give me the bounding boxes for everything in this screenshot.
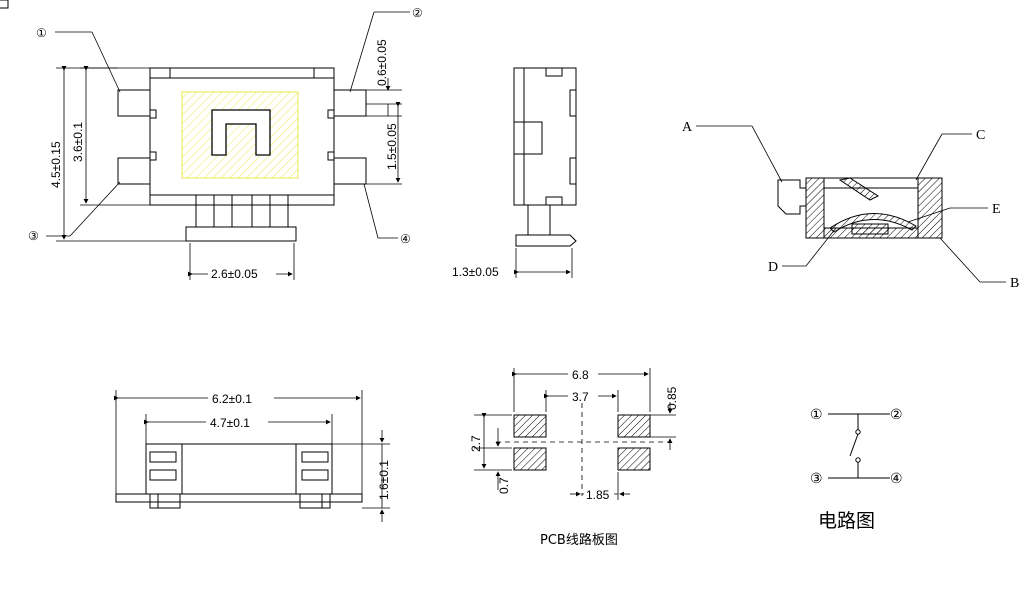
- pcb-caption: PCB线路板图: [540, 532, 618, 548]
- circuit-pin-3: ③: [810, 470, 823, 486]
- circuit-diagram: [828, 413, 890, 479]
- section-actuator: [777, 179, 807, 215]
- dim-overall-width: 6.2±0.1: [212, 392, 252, 406]
- pcb-dim-pad-pitch: 2.7: [469, 435, 483, 452]
- circuit-pin-1: ①: [810, 406, 823, 422]
- pcb-pad-bottom-right: [617, 447, 651, 471]
- pcb-dim-inner-width: 3.7: [572, 390, 589, 404]
- pin-4-label: ④: [400, 232, 411, 246]
- section-label-d: D: [768, 260, 778, 275]
- pcb-pad-top-left: [513, 414, 547, 438]
- pcb-layout: [474, 368, 676, 500]
- section-label-c: C: [976, 128, 985, 143]
- circuit-caption: 电路图: [818, 510, 875, 532]
- section-label-b: B: [1010, 276, 1019, 291]
- dim-total-height: 4.5±0.15: [49, 141, 63, 188]
- dim-pin-width: 0.6±0.05: [375, 39, 389, 86]
- dim-body-width: 4.7±0.1: [210, 416, 250, 430]
- front-view: [114, 390, 390, 522]
- section-label-e: E: [992, 202, 1001, 217]
- top-view-pin-4: [333, 157, 367, 185]
- side-view: [513, 67, 577, 278]
- circuit-pin-4: ④: [890, 470, 903, 486]
- top-view-actuator-symbol: [211, 109, 271, 156]
- section-left-wall: [805, 177, 825, 239]
- dim-pin-pitch: 1.5±0.05: [385, 123, 399, 170]
- pin-1-label: ①: [36, 26, 47, 40]
- dim-body-height: 3.6±0.1: [71, 122, 85, 162]
- dim-actuator-depth: 1.3±0.05: [452, 265, 499, 279]
- side-view-body: [513, 67, 577, 206]
- pcb-dim-outer-width: 6.8: [572, 368, 589, 382]
- section-dome: [829, 213, 917, 233]
- circuit-pin-2: ②: [890, 406, 903, 422]
- corner-mark: [0, 0, 9, 9]
- section-right-wall: [917, 177, 943, 239]
- pcb-pad-bottom-left: [513, 447, 547, 471]
- top-view-pin-1: [117, 89, 151, 117]
- pcb-pad-top-right: [617, 414, 651, 438]
- pcb-dim-pad-height: 0.85: [665, 386, 679, 410]
- pcb-dim-pad-offset: 1.85: [586, 488, 610, 502]
- pin-3-label: ③: [28, 229, 39, 243]
- pin-2-label: ②: [412, 6, 423, 20]
- dim-actuator-width: 2.6±0.05: [211, 267, 258, 281]
- top-view-pin-3: [117, 157, 151, 185]
- side-view-actuator: [527, 204, 551, 236]
- top-view-body: [149, 67, 335, 206]
- dim-front-height: 1.6±0.1: [377, 460, 391, 500]
- top-view: [46, 11, 410, 280]
- section-view: [696, 125, 1006, 283]
- top-view-actuator-area: [181, 91, 299, 179]
- section-label-a: A: [682, 120, 693, 135]
- top-view-pin-2: [333, 89, 367, 117]
- pcb-dim-pad-gap: 0.7: [497, 477, 511, 494]
- top-view-actuator: [195, 194, 289, 228]
